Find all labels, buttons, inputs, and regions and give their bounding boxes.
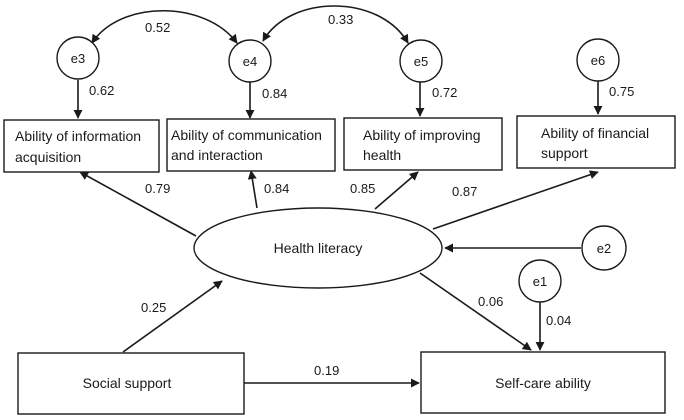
node-literacy-label: Health literacy [274,240,363,256]
error-e6: e6 [576,38,620,82]
arrow-literacy-financial [432,170,599,230]
node-financial-support: Ability of financial support [516,115,676,169]
node-improve-line1: Ability of improving [363,127,481,143]
node-comm-line2: and interaction [171,147,263,163]
coef-literacy-selfcare: 0.06 [478,294,503,309]
error-e1-label: e1 [533,274,547,289]
error-e1: e1 [518,259,562,303]
coef-e1-selfcare: 0.04 [546,313,571,328]
error-e3-label: e3 [71,51,85,66]
error-e4: e4 [228,39,272,83]
coef-e6-financial: 0.75 [609,84,634,99]
coef-cov-e4-e5: 0.33 [328,12,353,27]
node-social-support: Social support [17,352,245,415]
error-e2: e2 [581,225,627,271]
coef-e4-comm: 0.84 [262,86,287,101]
node-communication: Ability of communication and interaction [166,118,336,172]
arrow-literacy-selfcare [419,272,532,351]
arrow-social-literacy [122,280,223,353]
covariance-e4-e5 [262,5,409,44]
node-info-line2: acquisition [15,149,81,165]
coef-literacy-comm: 0.84 [264,181,289,196]
error-e2-label: e2 [597,241,611,256]
node-health-literacy: Health literacy [193,207,443,289]
node-financial-line2: support [541,145,588,161]
node-info-line1: Ability of information [15,128,141,144]
node-info-acquisition: Ability of information acquisition [3,119,160,173]
coef-e3-info: 0.62 [89,83,114,98]
coef-literacy-improve: 0.85 [350,181,375,196]
error-e5-label: e5 [414,54,428,69]
arrow-literacy-improve [374,171,419,210]
coef-literacy-info: 0.79 [145,181,170,196]
error-e5: e5 [399,39,443,83]
coef-cov-e3-e4: 0.52 [145,20,170,35]
coef-literacy-financial: 0.87 [452,184,477,199]
error-e6-label: e6 [591,53,605,68]
node-improving-health: Ability of improving health [343,117,503,171]
error-e3: e3 [56,36,100,80]
node-social-label: Social support [83,375,172,391]
coef-social-selfcare: 0.19 [314,363,339,378]
coef-e5-improve: 0.72 [432,85,457,100]
node-selfcare-label: Self-care ability [495,375,591,391]
coef-social-literacy: 0.25 [141,300,166,315]
error-e4-label: e4 [243,54,257,69]
node-improve-line2: health [363,147,401,163]
node-self-care: Self-care ability [420,351,666,414]
covariance-e3-e4 [91,9,238,44]
arrow-literacy-info [79,171,197,237]
node-comm-line1: Ability of communication [171,127,322,143]
arrow-literacy-comm [247,170,258,209]
node-financial-line1: Ability of financial [541,125,649,141]
